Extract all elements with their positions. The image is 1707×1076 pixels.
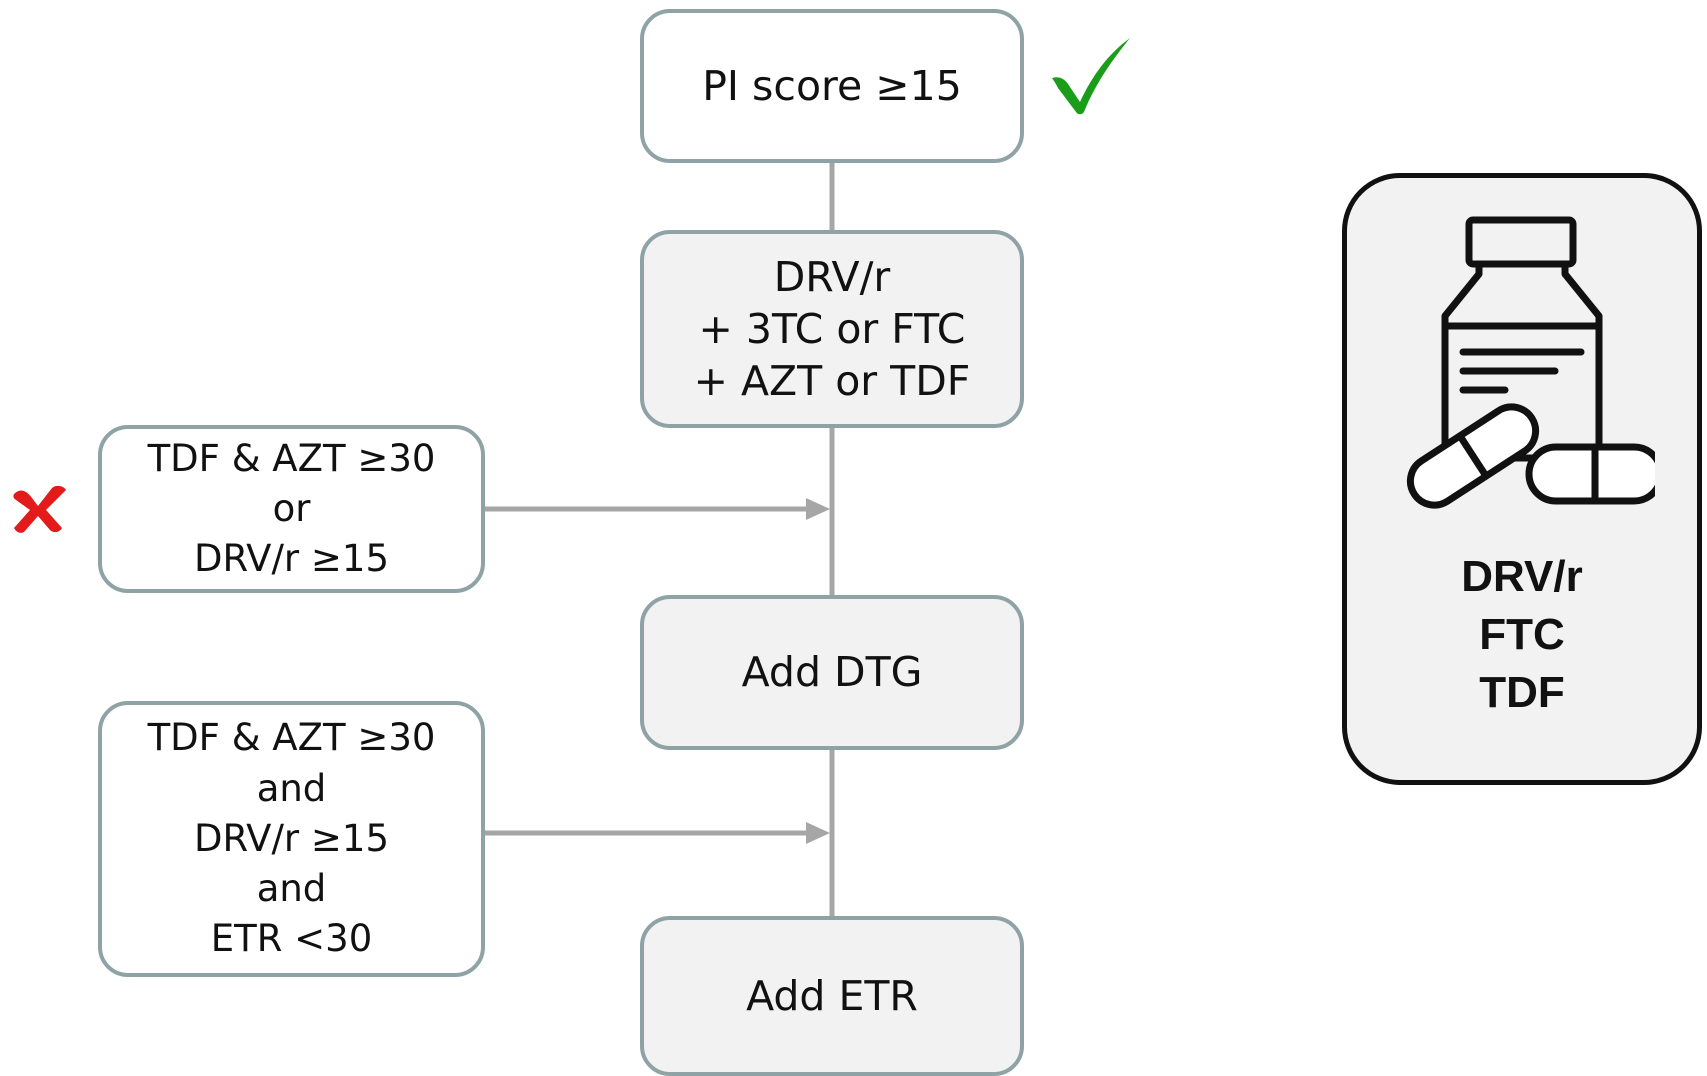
regimen-line-2: + 3TC or FTC [698,304,966,353]
condition-1-line-2: or [272,486,311,530]
condition-1-line-1: TDF & AZT ≥30 [147,436,436,480]
condition-2-line-2: and [256,766,327,810]
add-dtg-label: Add DTG [741,648,923,697]
cross-icon [13,485,66,533]
condition-1-box: TDF & AZT ≥30 or DRV/r ≥15 [98,425,485,593]
regimen-line-3: + AZT or TDF [693,357,971,406]
condition-1-line-3: DRV/r ≥15 [193,537,389,581]
regimen-line-1: DRV/r [773,252,891,301]
arrowhead-condition-1 [806,498,830,520]
arrowhead-condition-2 [806,822,830,844]
pi-score-box: PI score ≥15 [640,9,1024,163]
checkmark-icon [1052,38,1130,115]
condition-2-line-5: ETR <30 [210,917,373,961]
condition-2-line-4: and [256,867,327,911]
condition-2-line-1: TDF & AZT ≥30 [147,716,436,760]
condition-2-box: TDF & AZT ≥30 and DRV/r ≥15 and ETR <30 [98,701,485,977]
regimen-box: DRV/r + 3TC or FTC + AZT or TDF [640,230,1024,428]
add-etr-box: Add ETR [640,916,1024,1076]
result-line-2: FTC [1479,610,1565,660]
condition-2-line-3: DRV/r ≥15 [193,816,389,860]
add-etr-label: Add ETR [746,971,918,1020]
pi-score-label: PI score ≥15 [702,61,962,110]
result-regimen: DRV/r FTC TDF [1347,548,1697,722]
add-dtg-box: Add DTG [640,595,1024,750]
medicine-bottle-icon [1406,216,1655,509]
result-line-3: TDF [1479,668,1565,718]
result-line-1: DRV/r [1461,552,1583,601]
result-card: DRV/r FTC TDF [1342,173,1702,785]
